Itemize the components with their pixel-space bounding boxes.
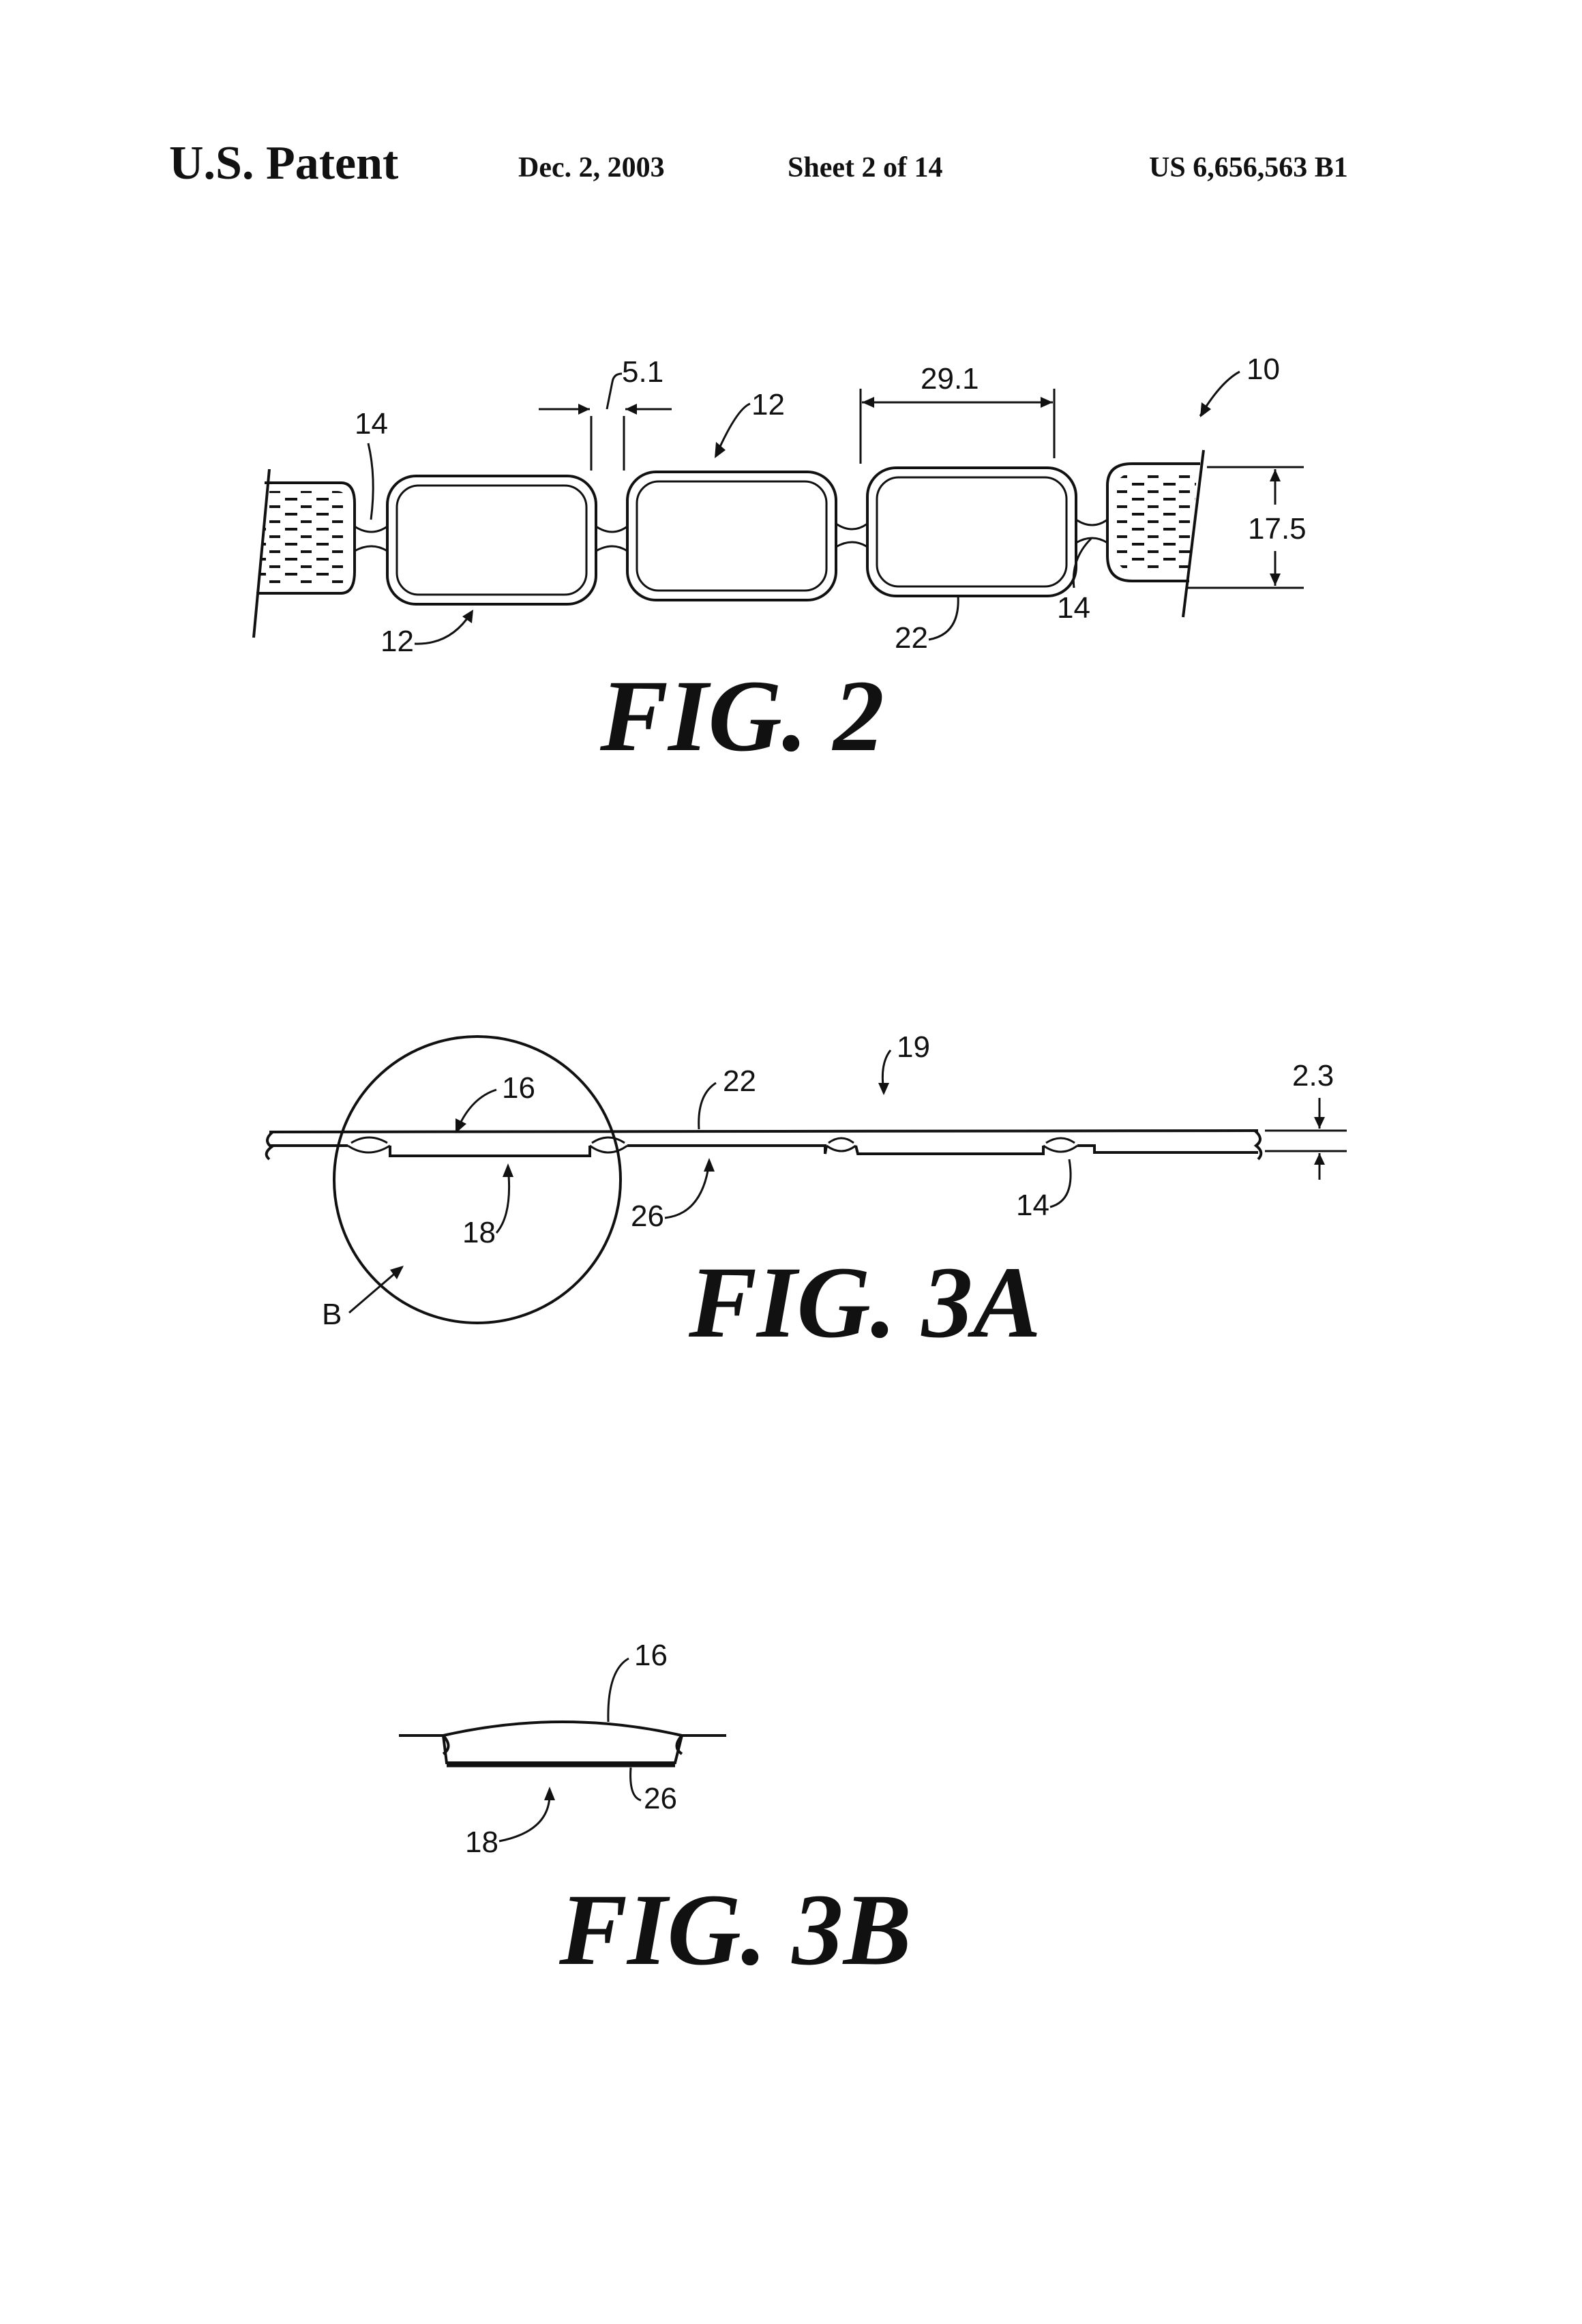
ref-26-3b: 26 (644, 1782, 677, 1815)
seal-14-a (348, 1137, 390, 1152)
ref-14-right: 14 (1057, 591, 1090, 625)
ref-18-3b-leader (499, 1792, 550, 1841)
arrowhead (1270, 469, 1281, 481)
ref-26-3b-leader (631, 1768, 641, 1800)
ref-22-3a: 22 (723, 1064, 756, 1098)
arrowhead (1270, 573, 1281, 586)
ref-18-3b: 18 (465, 1826, 498, 1859)
web-neck-1 (355, 526, 387, 551)
pocket-3 (867, 468, 1076, 596)
ref-16-3b: 16 (634, 1639, 668, 1672)
dim-height-label: 17.5 (1248, 512, 1307, 546)
ref-22: 22 (895, 621, 928, 655)
ref-b: B (322, 1298, 342, 1331)
ref-18-leader (496, 1167, 509, 1233)
arrowhead (1314, 1153, 1325, 1165)
strip-break-end-right (1255, 1131, 1261, 1159)
blister-body (443, 1735, 682, 1763)
arrowhead (862, 397, 874, 408)
web-neck-4 (1076, 520, 1107, 543)
arrowhead (1041, 397, 1053, 408)
ref-16: 16 (502, 1071, 535, 1105)
ref-10: 10 (1247, 353, 1280, 386)
ref-12-bottom: 12 (380, 625, 414, 658)
dim-thickness-label: 2.3 (1292, 1059, 1334, 1092)
web-neck-2 (596, 526, 627, 551)
flange-left (399, 1735, 449, 1754)
fig2-label: FIG. 2 (599, 659, 884, 773)
arrowhead (1314, 1117, 1325, 1129)
web-neck-3 (836, 524, 867, 547)
ref-12-top: 12 (751, 388, 785, 421)
strip-top-edge (269, 1131, 1258, 1132)
arrowhead (704, 1158, 715, 1172)
pocket-1-inner (397, 486, 586, 595)
ref-12-bottom-leader (415, 614, 471, 644)
arrowhead (503, 1163, 513, 1177)
fig3a-label: FIG. 3A (688, 1246, 1041, 1359)
ref-26: 26 (631, 1200, 664, 1233)
pocket-2-inner (637, 481, 826, 591)
strip-break-end-left (267, 1132, 273, 1159)
ref-19: 19 (897, 1030, 930, 1064)
ref-14-3a-leader (1050, 1159, 1071, 1207)
ref-14-3a: 14 (1016, 1189, 1049, 1222)
pocket-2 (627, 472, 836, 600)
ref-26-leader (665, 1163, 709, 1218)
ref-18: 18 (462, 1216, 496, 1249)
seal-14-c (826, 1138, 856, 1151)
arrowhead (544, 1787, 555, 1800)
dim-gap-leader (607, 374, 622, 409)
dim-width-label: 29.1 (921, 362, 979, 396)
ref-22-3a-leader (699, 1083, 716, 1129)
arrowhead (578, 404, 590, 415)
pocket-1 (387, 476, 596, 604)
dim-gap-label: 5.1 (622, 355, 663, 389)
seal-14-b (590, 1137, 627, 1152)
ref-16-3b-leader (608, 1658, 629, 1722)
pocket-partial-left-fill (259, 491, 346, 585)
ref-22-leader (929, 596, 958, 640)
arrowhead (625, 404, 637, 415)
strip-bottom-profile (269, 1146, 1258, 1156)
detail-circle-b (334, 1037, 621, 1323)
arrowhead (390, 1266, 404, 1279)
ref-14-left: 14 (355, 407, 388, 441)
fig3b-label: FIG. 3B (558, 1873, 912, 1986)
figure-2: 5.1 29.1 17.5 10 12 14 (254, 353, 1307, 773)
ref-14-left-leader (368, 443, 373, 520)
pocket-3-inner (877, 477, 1066, 586)
figure-3a: 2.3 16 18 22 19 26 14 B (267, 1030, 1347, 1359)
arrowhead (1200, 402, 1211, 417)
pocket-partial-right-fill (1117, 473, 1197, 571)
arrowhead (878, 1083, 889, 1095)
seal-14-d (1043, 1138, 1077, 1152)
lid-16 (443, 1722, 682, 1735)
figure-3b: 16 26 18 FIG. 3B (399, 1639, 912, 1986)
flange-right (677, 1735, 727, 1754)
